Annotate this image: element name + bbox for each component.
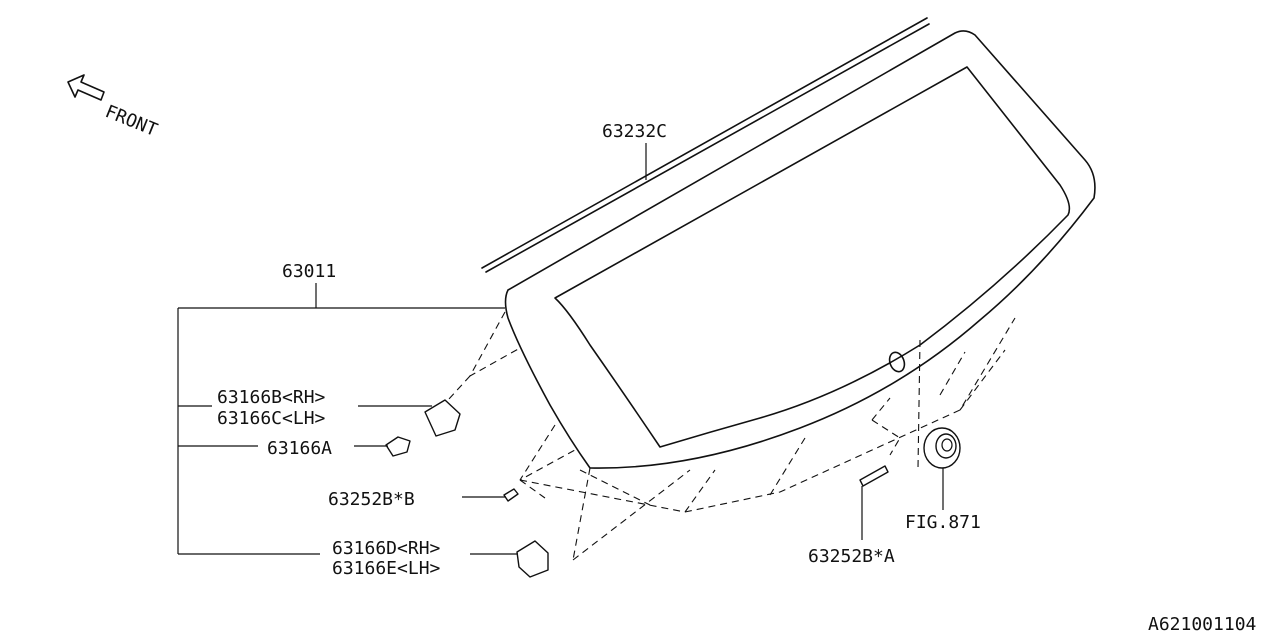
part-label-63011: 63011 [282, 261, 336, 282]
part-label-63166d-rh: 63166D<RH> [332, 538, 441, 559]
part-label-63166e-lh: 63166E<LH> [332, 558, 441, 579]
spacer-b-part [503, 488, 519, 502]
part-label-63232c: 63232C [602, 121, 667, 142]
clip-63166a-part [385, 436, 411, 457]
part-label-63252b-b: 63252B*B [328, 489, 415, 510]
part-label-63166c-lh: 63166C<LH> [217, 408, 326, 429]
part-label-63252b-a: 63252B*A [808, 546, 895, 567]
dam-rubber-pattern [447, 311, 1016, 561]
window-molding [481, 17, 930, 273]
diagram-id: A621001104 [1148, 614, 1256, 635]
part-label-63166b-rh: 63166B<RH> [217, 387, 326, 408]
rear-glass-inner [554, 66, 1071, 448]
glass-hole [888, 351, 906, 373]
stopper-d-e-part [516, 540, 549, 578]
spacer-a-part [859, 465, 889, 487]
fig871-grommet-part [923, 427, 961, 469]
fig871-dashed-line [917, 339, 921, 469]
front-label: FRONT [102, 101, 160, 141]
leader-lines [177, 143, 944, 555]
part-label-63166a: 63166A [267, 438, 332, 459]
stopper-rh-lh-part [424, 399, 461, 437]
rear-glass-outer [504, 30, 1096, 469]
front-arrow-icon [67, 74, 105, 101]
part-label-fig871: FIG.871 [905, 512, 981, 533]
